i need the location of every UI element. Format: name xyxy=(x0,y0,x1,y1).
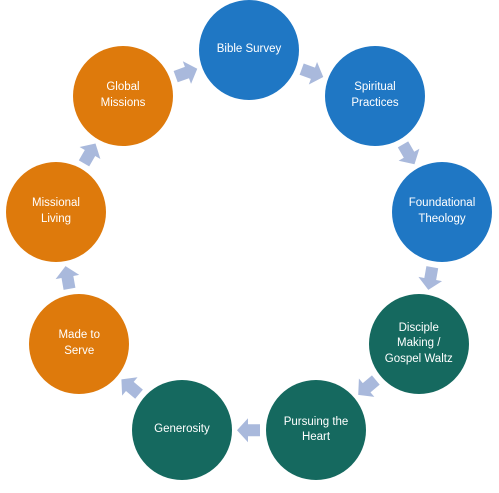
node-label-global-missions: Global Missions xyxy=(100,81,146,109)
node-generosity: Generosity xyxy=(131,380,232,481)
arrow-disciple-making-to-pursuing-the-heart xyxy=(358,375,380,397)
arrow-spiritual-practices-to-foundational-theology xyxy=(397,141,420,165)
node-label-made-to-serve: Made to Serve xyxy=(58,329,101,357)
node-pursuing-the-heart: Pursuing the Heart xyxy=(266,380,367,481)
node-label-missional-living: Missional Living xyxy=(32,197,80,225)
node-made-to-serve: Made to Serve xyxy=(29,294,130,394)
arrow-global-missions-to-bible-survey xyxy=(173,61,198,84)
node-missional-living: Missional Living xyxy=(5,161,106,262)
node-label-generosity: Generosity xyxy=(154,423,210,436)
node-label-spiritual-practices: Spiritual Practices xyxy=(351,81,399,109)
arrow-bible-survey-to-spiritual-practices xyxy=(299,61,324,85)
node-disciple-making: Disciple Making / Gospel Waltz xyxy=(368,294,469,394)
node-bible-survey: Bible Survey xyxy=(199,0,299,100)
arrow-foundational-theology-to-disciple-making xyxy=(418,266,443,290)
arrow-pursuing-the-heart-to-generosity xyxy=(237,418,260,443)
node-spiritual-practices: Spiritual Practices xyxy=(324,45,425,146)
arrow-generosity-to-made-to-serve xyxy=(121,377,143,399)
node-label-disciple-making: Disciple Making / Gospel Waltz xyxy=(384,321,453,365)
arrow-missional-living-to-global-missions xyxy=(78,143,101,167)
node-label-bible-survey: Bible Survey xyxy=(216,43,282,56)
node-label-foundational-theology: Foundational Theology xyxy=(408,197,476,225)
node-label-pursuing-the-heart: Pursuing the Heart xyxy=(283,415,349,444)
arrow-made-to-serve-to-missional-living xyxy=(55,266,80,290)
node-global-missions: Global Missions xyxy=(73,45,173,146)
node-foundational-theology: Foundational Theology xyxy=(392,161,493,262)
